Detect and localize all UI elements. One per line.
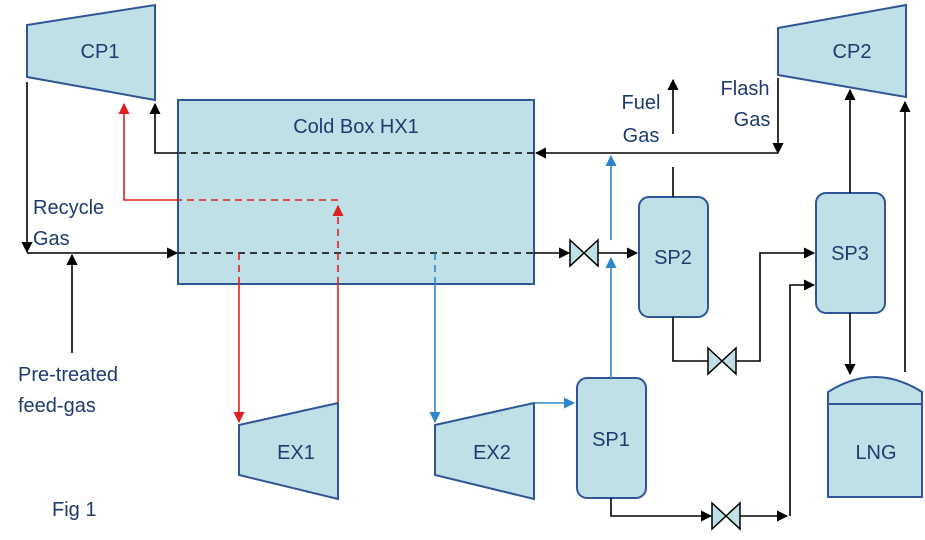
figure-caption: Fig 1 [52, 499, 96, 521]
lng-label: LNG [855, 442, 896, 464]
ex1-label: EX1 [277, 442, 315, 464]
cp1-label: CP1 [81, 41, 120, 63]
flash-gas-label-line1: Flash [721, 78, 770, 100]
expander-ex2: EX2 [434, 401, 535, 501]
ex1-refrigerant-loop [118, 102, 344, 424]
sp2-label: SP2 [654, 247, 692, 269]
fuel-gas-label-line2: Gas [623, 125, 660, 147]
valve-v1 [569, 238, 599, 268]
compressor-cp1: CP1 [26, 3, 156, 102]
feed-gas-label-line2: feed-gas [18, 395, 96, 417]
ex2-refrigerant-loop [429, 154, 617, 424]
valve-v3 [711, 501, 741, 531]
feed-gas-line [27, 247, 639, 353]
ex2-label: EX2 [473, 442, 511, 464]
sp2-to-sp3-line [672, 247, 816, 362]
separator-sp1: SP1 [576, 377, 647, 499]
separator-sp3: SP3 [815, 192, 886, 314]
expander-ex1: EX1 [238, 401, 339, 501]
cold-box-hx1: Cold Box HX1 [177, 99, 535, 285]
flash-gas-line [149, 78, 784, 159]
sp1-label: SP1 [592, 429, 630, 451]
flash-gas-label-line2: Gas [734, 109, 771, 131]
separator-sp2: SP2 [638, 196, 709, 318]
fuel-gas-label-line1: Fuel [622, 92, 661, 114]
sp1-to-sp3-line [610, 279, 816, 522]
cp2-label: CP2 [833, 41, 872, 63]
compressor-cp2: CP2 [777, 3, 907, 99]
recycle-gas-label-line1: Recycle [33, 197, 104, 219]
valve-v2 [707, 346, 737, 376]
feed-gas-label-line1: Pre-treated [18, 364, 118, 386]
lng-storage-tank: LNG [827, 376, 923, 498]
hx1-label: Cold Box HX1 [293, 116, 419, 138]
recycle-gas-label-line2: Gas [33, 228, 70, 250]
sp3-label: SP3 [831, 243, 869, 265]
